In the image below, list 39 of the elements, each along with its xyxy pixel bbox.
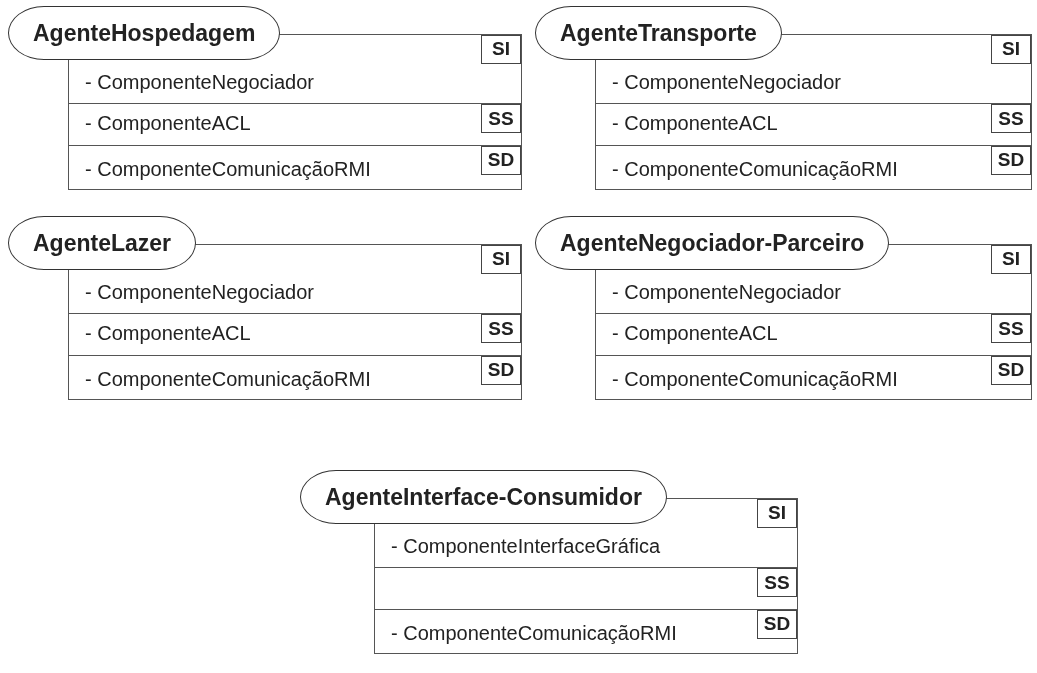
component-compartment: - ComponenteACL SS [596,103,1031,145]
stereotype-tag: SD [991,145,1031,175]
agent-name-pill: AgenteInterface-Consumidor [300,470,667,524]
component-compartment: - ComponenteComunicaçãoRMI SD [596,144,1031,189]
agent-block [300,470,798,654]
component-compartment: - ComponenteACL SS [69,313,521,355]
component-compartment: - ComponenteComunicaçãoRMI SD [69,354,521,399]
component-compartment: - ComponenteNegociador [596,277,1031,314]
stereotype-tag: SS [481,104,521,134]
component-compartment: - ComponenteACL SS [596,313,1031,355]
agent-name-pill: AgenteHospedagem [8,6,281,60]
stereotype-tag: SD [481,145,521,175]
stereotype-tag: SS [991,314,1031,344]
component-compartment: - ComponenteComunicaçãoRMI SD [596,354,1031,399]
stereotype-tag: SD [481,355,521,385]
component-compartment: - ComponenteInterfaceGráfica [375,531,797,568]
component-compartment: - ComponenteNegociador [596,67,1031,104]
stereotype-tag: SI [481,245,521,274]
stereotype-tag: SS [481,314,521,344]
stereotype-tag: SD [991,355,1031,385]
stereotype-tag: SI [757,499,797,528]
agent-block [8,6,522,190]
stereotype-tag: SD [757,609,797,639]
component-compartment: - ComponenteComunicaçãoRMI SD [375,608,797,653]
component-compartment: - ComponenteACL SS [69,103,521,145]
agent-block [8,216,522,400]
stereotype-tag: SS [757,568,797,598]
component-compartment: - ComponenteComunicaçãoRMI SD [69,144,521,189]
stereotype-tag: SI [991,35,1031,64]
agent-block [535,216,1032,400]
stereotype-tag: SI [481,35,521,64]
agent-block [535,6,1032,190]
stereotype-tag: SI [991,245,1031,274]
agent-name-pill: AgenteTransporte [535,6,782,60]
component-compartment: - ComponenteNegociador [69,277,521,314]
component-compartment: - ComponenteNegociador [69,67,521,104]
agent-name-pill: AgenteLazer [8,216,197,270]
agent-name-pill: AgenteNegociador-Parceiro [535,216,890,270]
stereotype-tag: SS [991,104,1031,134]
